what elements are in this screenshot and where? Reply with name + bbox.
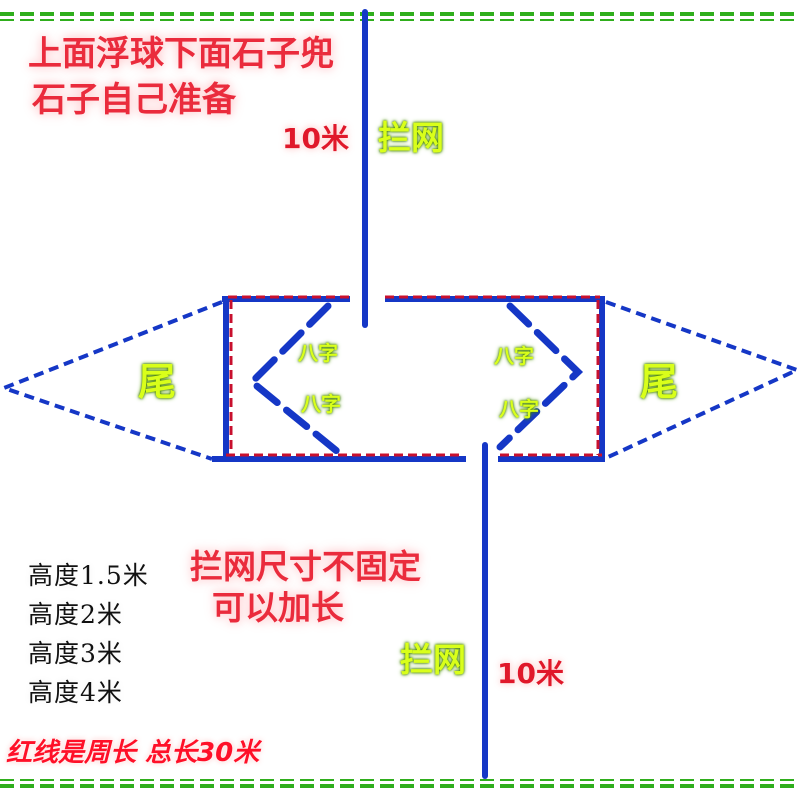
right-tail [605, 300, 800, 460]
lower-net-length: 10米 [497, 657, 564, 690]
funnel-label-4: 八字 [499, 397, 539, 421]
trap-box [212, 295, 605, 462]
note-top-line2: 石子自己准备 [32, 80, 236, 120]
upper-net-length: 10米 [282, 122, 349, 155]
left-funnel [246, 302, 342, 456]
left-tail-label: 尾 [138, 360, 177, 404]
right-tail-label: 尾 [640, 360, 679, 404]
note-size-line2: 可以加长 [212, 588, 344, 627]
height-option-3: 高度3米 [28, 639, 123, 668]
height-option-4: 高度4米 [28, 678, 123, 707]
funnel-label-3: 八字 [494, 344, 534, 368]
funnels [246, 302, 584, 456]
lower-net-label: 拦网 [400, 640, 466, 679]
height-option-1: 高度1.5米 [28, 561, 149, 590]
upper-net-label: 拦网 [378, 118, 444, 157]
left-tail [0, 300, 223, 461]
note-size-line1: 拦网尺寸不固定 [190, 547, 421, 586]
right-funnel [496, 302, 584, 451]
funnel-label-1: 八字 [298, 341, 338, 365]
height-option-2: 高度2米 [28, 600, 123, 629]
footer-note: 红线是周长 总长30米 [6, 738, 260, 768]
tails [0, 300, 800, 461]
note-top-line1: 上面浮球下面石子兜 [28, 34, 334, 74]
funnel-label-2: 八字 [301, 392, 341, 416]
